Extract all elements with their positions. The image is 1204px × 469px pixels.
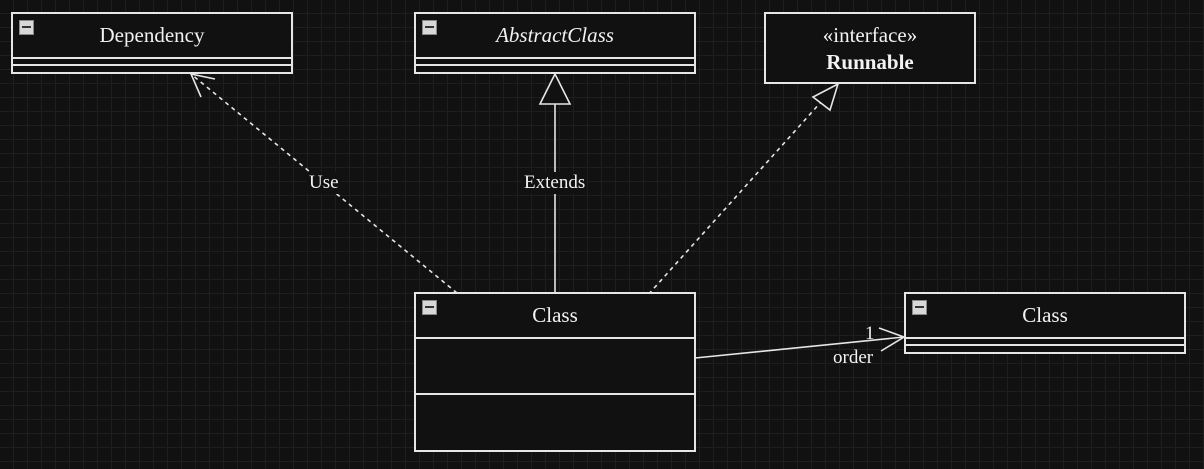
extends-edge[interactable] <box>538 72 572 293</box>
use-edge[interactable] <box>189 72 458 294</box>
use-edge-label: Use <box>307 172 341 194</box>
abstract-class-name: AbstractClass <box>496 23 614 47</box>
attributes-compartment <box>416 59 694 66</box>
target-class-header: Class <box>906 294 1184 339</box>
main-class-header: Class <box>416 294 694 339</box>
interface-name: Runnable <box>826 50 914 74</box>
collapse-icon[interactable] <box>422 20 437 35</box>
extends-edge-label: Extends <box>522 172 588 194</box>
abstract-class-header: AbstractClass <box>416 14 694 59</box>
attributes-compartment <box>416 339 694 395</box>
collapse-icon[interactable] <box>19 20 34 35</box>
implements-edge[interactable] <box>637 82 840 307</box>
main-class-name: Class <box>532 303 578 327</box>
abstract-class[interactable]: AbstractClass <box>414 12 696 74</box>
association-multiplicity: 1 <box>865 323 875 344</box>
interface-stereotype: «interface» <box>822 23 918 47</box>
main-class[interactable]: Class <box>414 292 696 452</box>
dependency-class-header: Dependency <box>13 14 291 59</box>
association-role: order <box>833 347 874 368</box>
attributes-compartment <box>906 339 1184 346</box>
collapse-icon[interactable] <box>912 300 927 315</box>
attributes-compartment <box>13 59 291 66</box>
operations-compartment <box>416 395 694 450</box>
collapse-icon[interactable] <box>422 300 437 315</box>
dependency-class[interactable]: Dependency <box>11 12 293 74</box>
dependency-class-name: Dependency <box>99 23 205 47</box>
target-class[interactable]: Class <box>904 292 1186 354</box>
runnable-interface[interactable]: «interface» Runnable <box>764 12 976 84</box>
target-class-name: Class <box>1022 303 1068 327</box>
